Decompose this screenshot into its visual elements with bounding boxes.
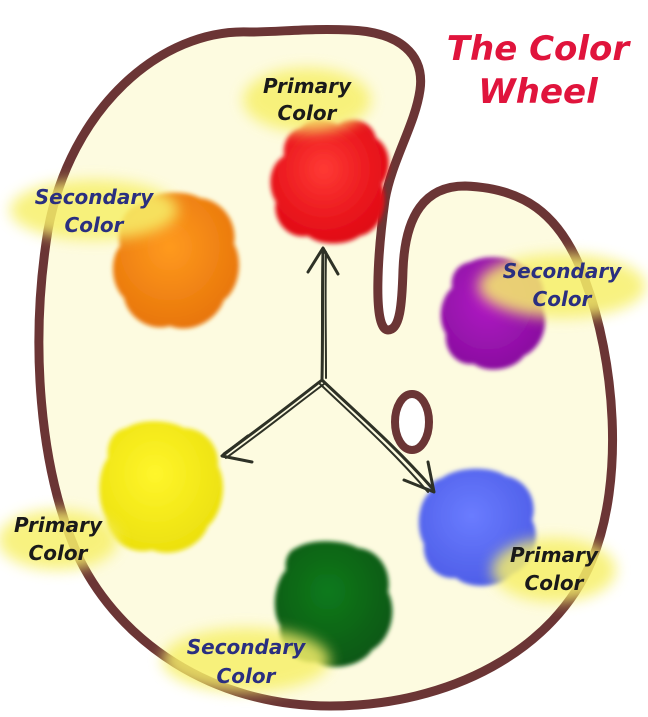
diagram-title: The Color Wheel — [447, 29, 632, 112]
label-orange-line-2: Color — [65, 213, 125, 237]
label-orange-line-1: Secondary — [35, 185, 154, 209]
palette-thumb-hole — [395, 394, 429, 450]
label-blue-line-1: Primary — [510, 543, 599, 567]
red-paint-blob — [270, 120, 388, 244]
label-blue-line-2: Color — [525, 571, 585, 595]
label-green-line-2: Color — [217, 664, 277, 688]
label-green-line-1: Secondary — [187, 635, 306, 659]
label-red-line-2: Color — [278, 101, 338, 125]
title-line-2: Wheel — [478, 72, 599, 112]
label-purple-line-1: Secondary — [503, 259, 622, 283]
label-yellow-line-1: Primary — [14, 513, 103, 537]
label-red-line-1: Primary — [263, 74, 352, 98]
title-line-1: The Color — [447, 29, 632, 69]
label-purple-line-2: Color — [533, 287, 593, 311]
yellow-paint-blob — [99, 421, 223, 553]
label-yellow-line-2: Color — [29, 541, 89, 565]
